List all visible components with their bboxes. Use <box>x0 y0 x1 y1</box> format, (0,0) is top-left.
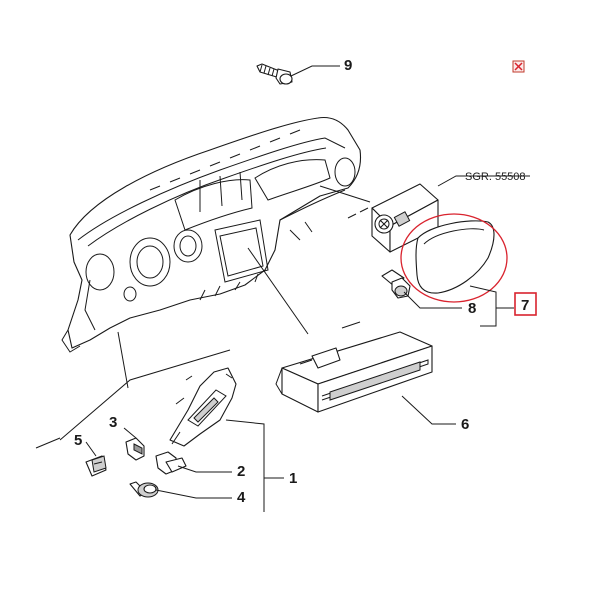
callout-6: 6 <box>461 416 469 433</box>
dashboard-panel <box>61 116 362 353</box>
callout-2: 2 <box>237 463 245 480</box>
part-9-screw <box>256 63 293 85</box>
part-2-bracket <box>155 451 187 475</box>
part-4-knob <box>129 481 159 498</box>
callout-7-box <box>514 292 537 316</box>
leader-line-4 <box>155 489 232 499</box>
callout-7: 7 <box>521 297 529 314</box>
leader-line-5 <box>85 441 97 457</box>
callout-4: 4 <box>237 489 246 506</box>
callout-3: 3 <box>109 414 117 431</box>
leader-line-ref <box>437 175 530 187</box>
part-5-retainer <box>85 455 107 477</box>
leader-line-9 <box>290 65 340 77</box>
audio-unit <box>347 183 439 253</box>
callout-9: 9 <box>344 57 352 74</box>
bracket-1 <box>225 419 284 512</box>
part-3-clip <box>125 437 145 461</box>
broken-image-icon <box>512 60 525 73</box>
leader-line-6 <box>401 395 456 425</box>
part-6-tray <box>275 331 433 413</box>
leader-line-2 <box>177 465 232 473</box>
leader-line-8 <box>403 291 462 309</box>
callout-1: 1 <box>289 470 297 487</box>
callout-8: 8 <box>468 300 476 317</box>
part-7-highlight-circle <box>400 213 508 303</box>
bracket-7-8 <box>469 285 514 327</box>
callout-5: 5 <box>74 432 82 449</box>
part-1-side-panel <box>169 367 237 447</box>
leader-line-3 <box>123 427 137 439</box>
reference-code: SGR. 55508 <box>465 171 526 183</box>
part-7-cover <box>415 220 495 294</box>
